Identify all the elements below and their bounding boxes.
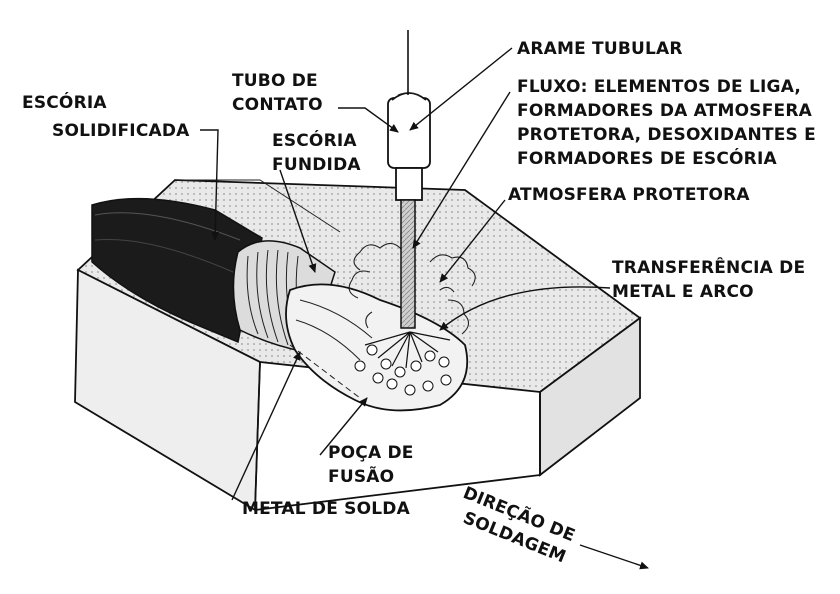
label-atmosfera-protetora: ATMOSFERA PROTETORA xyxy=(508,185,750,205)
label-escoria-solidificada-1: ESCÓRIA xyxy=(22,91,107,113)
label-tubo-de-contato-2: CONTATO xyxy=(232,95,323,115)
label-fluxo-4: FORMADORES DE ESCÓRIA xyxy=(517,147,777,169)
label-fluxo-3: PROTETORA, DESOXIDANTES E xyxy=(517,125,816,145)
label-transferencia-2: METAL E ARCO xyxy=(612,282,754,302)
label-poca-de-fusao-2: FUSÃO xyxy=(328,464,394,487)
label-tubo-de-contato-1: TUBO DE xyxy=(232,71,318,91)
torch-assembly xyxy=(387,30,431,329)
solidified-slag-bead xyxy=(91,197,263,344)
label-poca-de-fusao-1: POÇA DE xyxy=(328,443,414,463)
leader-lines xyxy=(200,47,649,570)
label-escoria-solidificada-2: SOLIDIFICADA xyxy=(52,121,190,141)
label-escoria-fundida-1: ESCÓRIA xyxy=(272,129,357,151)
label-transferencia-1: TRANSFERÊNCIA DE xyxy=(612,256,805,278)
label-fluxo-1: FLUXO: ELEMENTOS DE LIGA, xyxy=(517,77,801,97)
label-fluxo-2: FORMADORES DA ATMOSFERA xyxy=(517,101,813,121)
label-metal-de-solda: METAL DE SOLDA xyxy=(242,499,411,519)
label-arame-tubular: ARAME TUBULAR xyxy=(517,39,683,59)
label-escoria-fundida-2: FUNDIDA xyxy=(272,155,361,175)
